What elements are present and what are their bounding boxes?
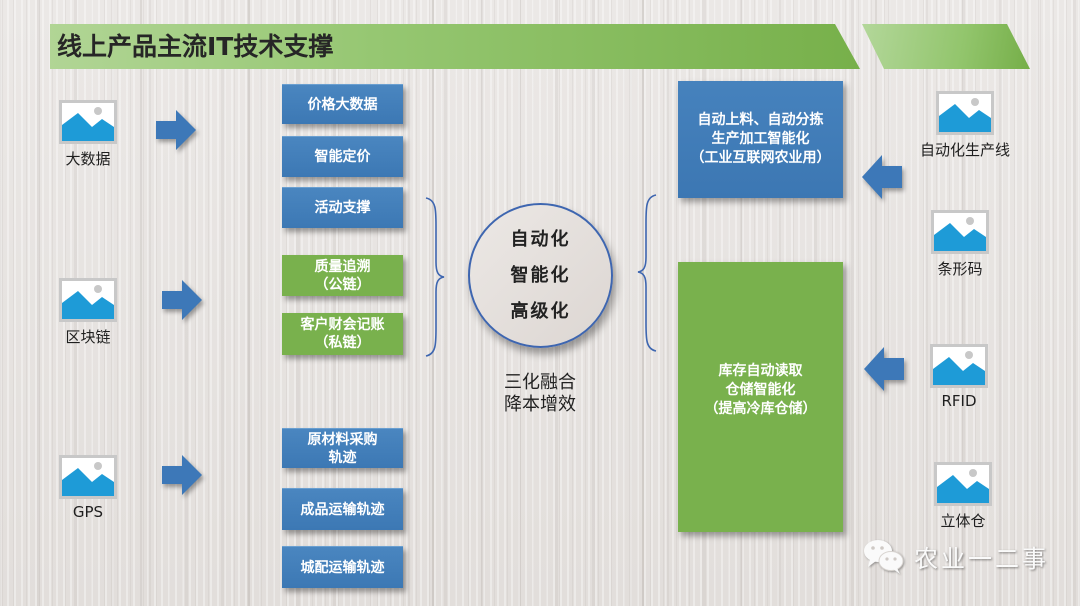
box-label: 仓储智能化 [725, 382, 796, 398]
image-placeholder-icon [936, 91, 994, 135]
center-caption: 三化融合 降本增效 [470, 372, 610, 416]
wechat-icon [864, 540, 904, 574]
circle-line-automation: 自动化 [510, 228, 571, 250]
center-circle: 自动化 智能化 高级化 [468, 203, 613, 348]
wood-grain-line [432, 0, 434, 606]
source-label: 立体仓 [940, 512, 986, 530]
arrow-left-icon [864, 347, 904, 391]
source-rfid: RFID [914, 344, 1004, 410]
box-label: 质量追溯 [314, 258, 371, 275]
source-automated-production-line: 自动化生产线 [905, 91, 1025, 160]
caption-line: 三化融合 [504, 372, 576, 393]
source-blockchain: 区块链 [45, 278, 131, 347]
box-label: 原材料采购 [307, 431, 378, 448]
source-label: 区块链 [65, 328, 111, 346]
box-sublabel: （私链） [314, 335, 371, 351]
box-label: 活动支撑 [314, 200, 371, 216]
source-gps: GPS [45, 455, 131, 521]
box-sublabel: （工业互联网农业用） [690, 150, 831, 166]
source-label: 条形码 [937, 260, 983, 278]
box-warehouse-automation: 库存自动读取 仓储智能化 （提高冷库仓储） [678, 262, 843, 532]
box-price-big-data: 价格大数据 [282, 84, 403, 124]
source-label: GPS [72, 503, 104, 521]
image-placeholder-icon [59, 278, 117, 322]
source-stereo-warehouse: 立体仓 [918, 462, 1008, 531]
box-label: 生产加工智能化 [711, 131, 810, 147]
box-quality-trace: 质量追溯 （公链） [282, 255, 403, 296]
brace-left-icon [637, 194, 657, 352]
wood-grain-line [642, 0, 644, 606]
box-city-distribution-trace: 城配运输轨迹 [282, 546, 403, 588]
source-label: 大数据 [65, 150, 111, 168]
box-sublabel: 轨迹 [328, 449, 357, 466]
box-product-transport-trace: 成品运输轨迹 [282, 488, 403, 530]
image-placeholder-icon [931, 210, 989, 254]
source-big-data: 大数据 [45, 100, 131, 169]
arrow-right-icon [156, 110, 196, 150]
wood-grain-line [140, 0, 142, 606]
source-label: RFID [941, 392, 977, 410]
box-activity-support: 活动支撑 [282, 187, 403, 228]
arrow-left-icon [862, 155, 902, 199]
image-placeholder-icon [930, 344, 988, 388]
image-placeholder-icon [59, 455, 117, 499]
box-production-automation: 自动上料、自动分拣 生产加工智能化 （工业互联网农业用） [678, 81, 843, 198]
box-label: 自动上料、自动分拣 [697, 112, 824, 128]
box-label: 成品运输轨迹 [300, 501, 385, 518]
source-label: 自动化生产线 [919, 141, 1010, 159]
image-placeholder-icon [59, 100, 117, 144]
source-barcode: 条形码 [915, 210, 1005, 279]
box-label: 库存自动读取 [718, 363, 803, 379]
box-label: 智能定价 [314, 149, 371, 165]
circle-line-intelligence: 智能化 [510, 264, 571, 286]
box-sublabel: （公链） [314, 276, 371, 293]
circle-line-advanced: 高级化 [510, 300, 571, 322]
title-banner [50, 24, 860, 69]
image-placeholder-icon [934, 462, 992, 506]
caption-line: 降本增效 [504, 394, 576, 415]
box-customer-accounting: 客户财会记账 （私链） [282, 313, 403, 355]
box-sublabel: （提高冷库仓储） [704, 401, 817, 417]
arrow-right-icon [162, 455, 202, 495]
box-smart-pricing: 智能定价 [282, 136, 403, 177]
box-label: 客户财会记账 [300, 317, 385, 333]
wood-grain-line [248, 0, 250, 606]
brace-right-icon [425, 197, 445, 357]
page-title: 线上产品主流IT技术支撑 [57, 32, 334, 61]
title-banner-tail [862, 24, 1030, 69]
box-raw-material-trace: 原材料采购 轨迹 [282, 428, 403, 468]
box-label: 价格大数据 [307, 96, 378, 113]
arrow-right-icon [162, 280, 202, 320]
watermark-text: 农业一二事 [914, 544, 1049, 573]
box-label: 城配运输轨迹 [300, 559, 385, 576]
wood-grain-line [875, 0, 877, 606]
watermark: 农业一二事 [862, 536, 1049, 576]
